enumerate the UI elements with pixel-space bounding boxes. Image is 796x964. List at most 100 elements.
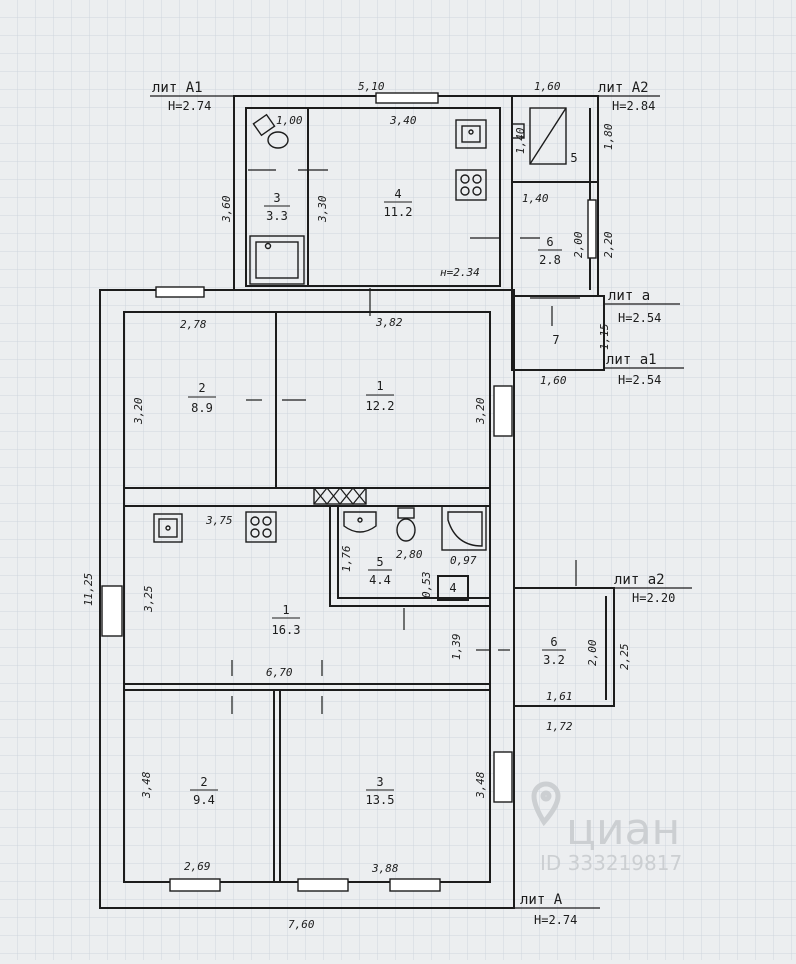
dimension-label: н=2.34 [440, 266, 480, 279]
wall-closet-4 [437, 575, 469, 601]
dimension-label: 3,48 [140, 771, 153, 799]
title-name: лит а1 [606, 352, 657, 368]
title-name: лит а [608, 288, 650, 304]
dimension-label: 2,78 [180, 318, 207, 331]
stove-icon [245, 511, 277, 543]
dimension-label: 11,25 [82, 573, 95, 606]
toilet-icon [396, 507, 416, 542]
sink-icon [343, 511, 377, 533]
room-area: 4.4 [369, 573, 391, 587]
windows [101, 92, 597, 892]
dimension-label: 3,20 [474, 397, 487, 425]
wall-a-veranda [511, 295, 605, 371]
dimension-label: 7,60 [288, 918, 315, 931]
title-name: лит А2 [598, 80, 649, 96]
shower-tray-icon [249, 235, 305, 285]
room-a1-3: 33.3 [264, 191, 290, 223]
room-area: 8.9 [191, 401, 213, 415]
title-block-a2-lower: лит а2 Н=2.20 [614, 572, 675, 605]
room-number: 2 [198, 381, 205, 395]
dimension-label: 3,82 [375, 316, 403, 329]
room-mid-1: 116.3 [272, 603, 301, 637]
dimension-label: 1,60 [534, 80, 561, 93]
title-height: Н=2.74 [168, 99, 211, 113]
dimension-label: 1,40 [522, 192, 549, 205]
dimension-label: 1,00 [276, 114, 303, 127]
stove-hatch [313, 487, 367, 505]
dimension-label: 1,80 [602, 123, 615, 150]
title-height: Н=2.54 [618, 311, 661, 325]
door-openings [231, 169, 580, 714]
dimension-label: 1,72 [546, 720, 573, 733]
dimension-label: 2,80 [396, 548, 423, 561]
title-name: лит а2 [614, 572, 665, 588]
dimension-label: 6,70 [266, 666, 293, 679]
room-number: 7 [552, 333, 559, 347]
watermark: циан ID 333219817 [531, 781, 682, 875]
title-height: Н=2.20 [632, 591, 675, 605]
watermark-id: ID 333219817 [540, 851, 682, 875]
stove-icon [455, 169, 487, 201]
room-area: 12.2 [366, 399, 395, 413]
dimensions: 5,10 3,40 1,00 3,60 3,30 н=2.34 1,60 1,8… [82, 80, 631, 931]
dimension-label: 2,25 [618, 644, 631, 671]
room-number: 4 [394, 187, 401, 201]
title-block-a2: лит А2 Н=2.84 [598, 80, 655, 113]
room-area: 11.2 [384, 205, 413, 219]
dimension-label: 2,00 [586, 639, 599, 666]
wall-bath-outer [329, 506, 490, 607]
dimension-label: 1,15 [598, 324, 611, 351]
room-area: 2.8 [539, 253, 561, 267]
leader-lines [150, 95, 692, 909]
dimension-label: 2,69 [184, 860, 211, 873]
title-block-a1-lower: лит а1 Н=2.54 [606, 352, 661, 387]
dimension-label: 1,60 [540, 374, 567, 387]
room-area: 13.5 [366, 793, 395, 807]
dimension-label: 0,53 [420, 572, 433, 599]
room-number: 4 [449, 581, 456, 595]
room-number: 5 [376, 555, 383, 569]
sink-icon [455, 119, 487, 149]
title-block-a-main: лит А Н=2.74 [520, 892, 577, 927]
shower-tray-icon [441, 505, 487, 551]
dimension-label: 1,61 [546, 690, 573, 703]
room-number: 2 [200, 775, 207, 789]
dimension-label: 3,88 [371, 862, 399, 875]
title-height: Н=2.54 [618, 373, 661, 387]
watermark-brand: циан [566, 804, 680, 855]
dimension-label: 3,25 [142, 586, 155, 614]
room-a2-5: 5 [570, 151, 577, 165]
dimension-label: 3,48 [474, 771, 487, 799]
dimension-label: 3,20 [132, 397, 145, 425]
dimension-label: 1,40 [514, 127, 527, 154]
wall-a2-annex-outer [513, 587, 615, 707]
room-labels: 33.3 411.2 5 62.8 7 28.9 112.2 116.3 54.… [188, 151, 578, 807]
room-a1-4: 411.2 [384, 187, 413, 219]
room-a2-annex-6: 63.2 [542, 635, 566, 667]
room-number: 3 [273, 191, 280, 205]
title-height: Н=2.84 [612, 99, 655, 113]
dimension-label: 1,76 [340, 545, 353, 572]
room-closet-4: 4 [449, 581, 456, 595]
dimension-label: 0,97 [450, 554, 477, 567]
room-top-2: 28.9 [188, 381, 216, 415]
room-number: 3 [376, 775, 383, 789]
room-area: 9.4 [193, 793, 215, 807]
dimension-label: 1,39 [450, 634, 463, 661]
boiler-icon [511, 123, 525, 139]
dimension-label: 3,30 [316, 195, 329, 223]
dimension-label: 2,20 [602, 231, 615, 258]
room-number: 5 [570, 151, 577, 165]
toilet-icon [252, 113, 289, 149]
title-height: Н=2.74 [534, 913, 577, 927]
title-name: лит А [520, 892, 563, 908]
room-number: 1 [282, 603, 289, 617]
room-number: 6 [546, 235, 553, 249]
dimension-label: 5,10 [358, 80, 385, 93]
room-top-1: 112.2 [366, 379, 395, 413]
room-bottom-2: 29.4 [190, 775, 218, 807]
dimension-label: 3,75 [205, 514, 233, 527]
dimension-label: 3,60 [220, 195, 233, 223]
